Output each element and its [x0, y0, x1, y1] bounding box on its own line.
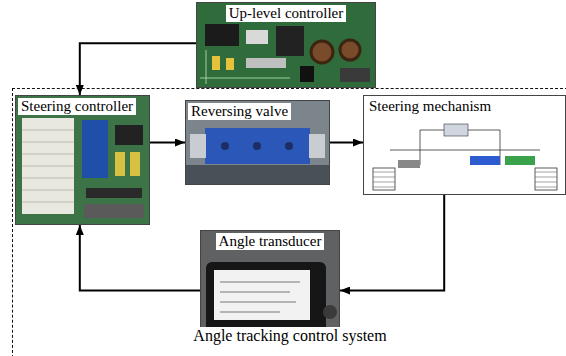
system-caption: Angle tracking control system — [190, 327, 389, 344]
box-title: Steering mechanism — [366, 98, 494, 115]
signal-arrow — [150, 142, 185, 144]
label-holder: Up-level controller — [197, 3, 375, 22]
box-title: Reversing valve — [188, 103, 291, 120]
box-title: Steering controller — [18, 98, 136, 115]
mechanism-schematic — [363, 95, 566, 195]
signal-arrow — [80, 225, 200, 291]
controller-photo — [15, 95, 150, 225]
box-title: Angle transducer — [216, 233, 325, 250]
controller-box: Up-level controller — [196, 2, 376, 88]
valve-box: Reversing valve — [185, 100, 330, 185]
box-title: Up-level controller — [226, 5, 347, 22]
pcb-photo — [196, 2, 376, 88]
label-holder: Reversing valve — [186, 101, 329, 120]
controller-box: Steering controller — [15, 95, 150, 225]
label-holder: Angle transducer — [201, 231, 339, 250]
valve-photo — [185, 100, 330, 185]
mechanism-box: Steering mechanism — [363, 95, 566, 195]
system-boundary: Angle tracking control system Steering co… — [12, 88, 566, 356]
label-holder: Angle tracking control system — [13, 327, 566, 345]
label-holder: Steering mechanism — [364, 96, 565, 115]
wheel-symbol — [373, 168, 557, 190]
sensor-photo — [200, 230, 340, 340]
signal-arrow — [340, 195, 444, 291]
signal-arrow — [330, 142, 363, 144]
label-holder: Steering controller — [16, 96, 149, 115]
sensor-box: Angle transducer — [200, 230, 340, 340]
